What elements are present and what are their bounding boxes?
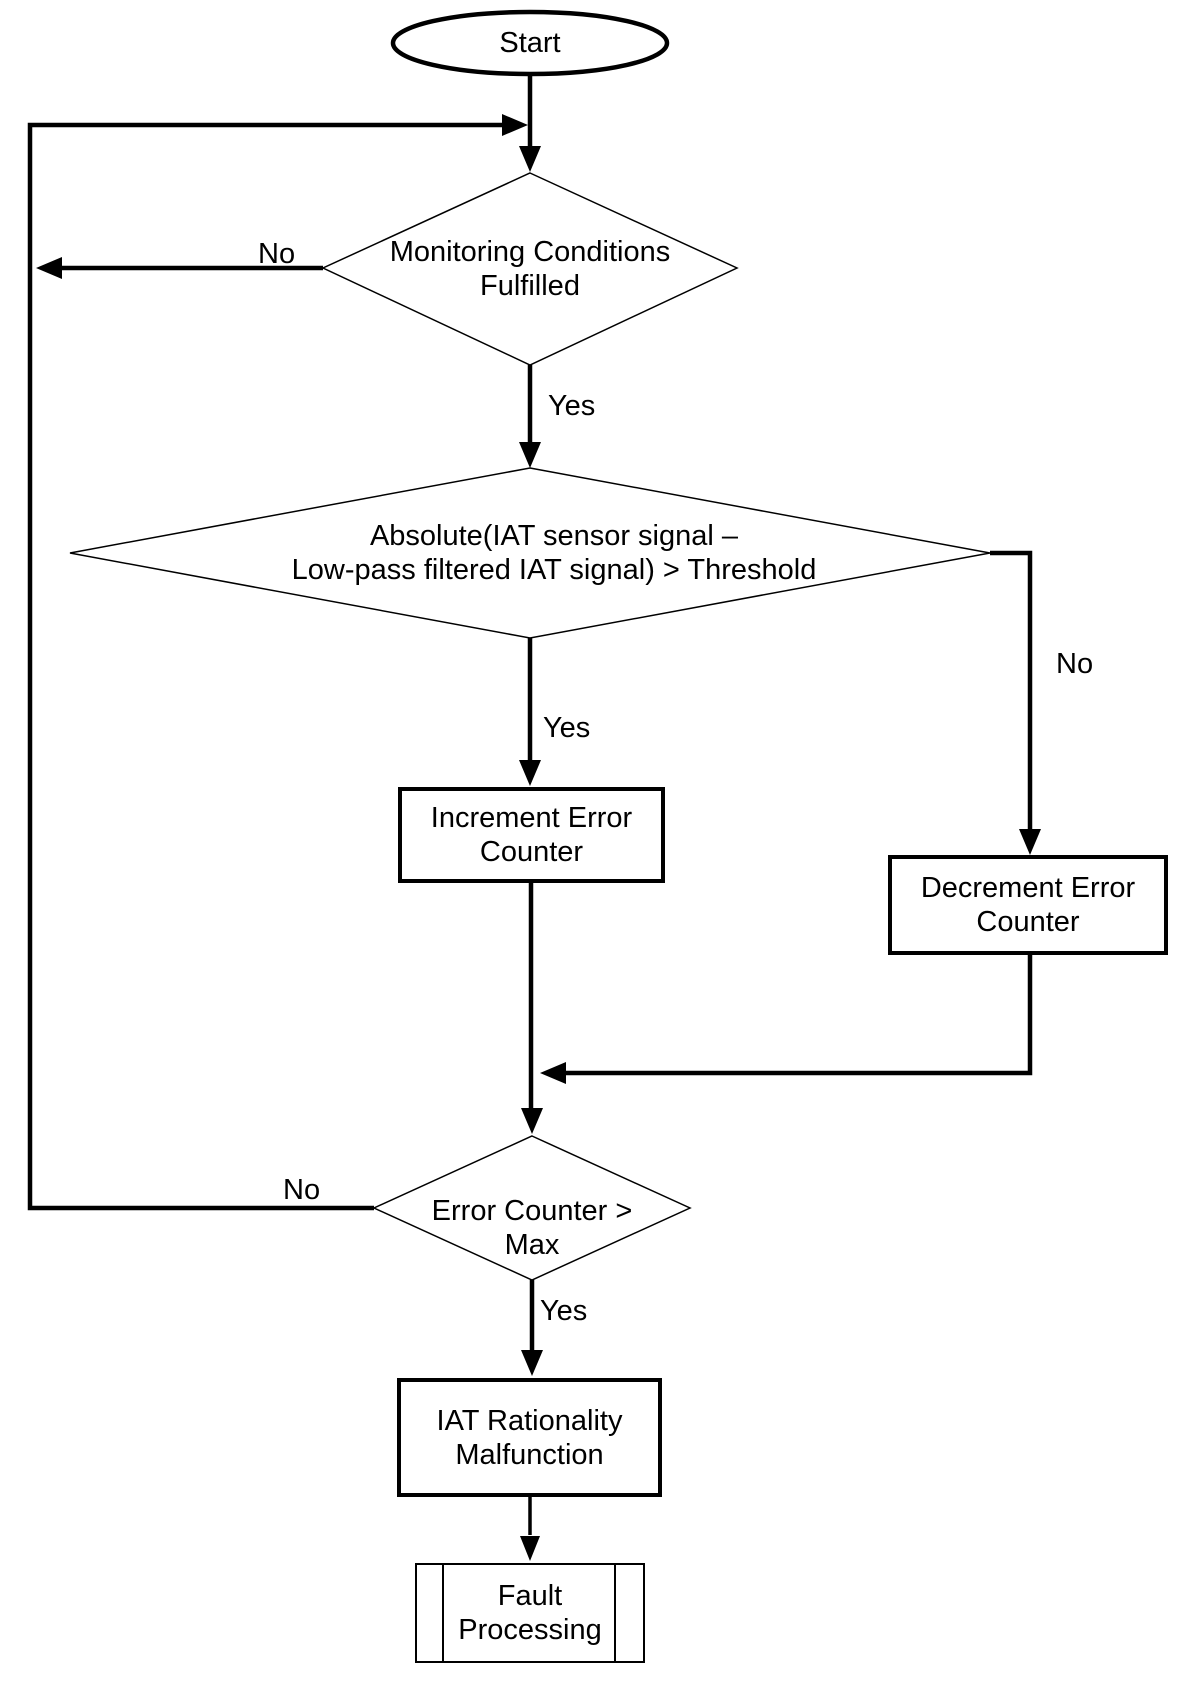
edge-label-threshold-no: No	[1056, 648, 1094, 680]
arrowhead-into-malfunction	[521, 1350, 543, 1376]
arrowhead-monitoring-no	[36, 257, 62, 279]
edge-label-countermax-yes: Yes	[540, 1295, 588, 1327]
start-terminator-shape	[390, 9, 670, 77]
increment-error-counter-process: Increment Error Counter	[398, 787, 665, 883]
fault-processing-bars	[415, 1563, 645, 1663]
connector-threshold-no	[990, 550, 1033, 829]
arrowhead-loop-join	[502, 114, 528, 136]
error-counter-max-decision: Error Counter > Max	[431, 1195, 633, 1261]
decrement-error-counter-process: Decrement Error Counter	[888, 855, 1168, 955]
monitoring-decision-shape	[321, 172, 739, 366]
connector-countermax-no-loop	[27, 122, 504, 1211]
iat-threshold-decision: Absolute(IAT sensor signal – Low-pass fi…	[291, 520, 817, 586]
threshold-decision-shape	[69, 467, 991, 639]
arrowhead-into-increment	[519, 760, 541, 786]
arrowhead-into-decrement	[1019, 829, 1041, 855]
arrowhead-into-countermax	[521, 1108, 543, 1134]
connector-decrement-merge	[566, 955, 1033, 1076]
arrowhead-into-threshold	[519, 442, 541, 468]
arrowhead-into-monitoring	[519, 146, 541, 172]
edge-label-monitoring-yes: Yes	[548, 390, 596, 422]
arrowhead-into-fault	[520, 1536, 540, 1561]
predefined-process-left-bar	[442, 1563, 444, 1663]
iat-rationality-malfunction-process: IAT Rationality Malfunction	[397, 1378, 662, 1497]
arrowhead-merge	[540, 1062, 566, 1084]
start-terminator: Start	[499, 27, 561, 59]
monitoring-conditions-decision: Monitoring Conditions Fulfilled	[389, 236, 671, 302]
edge-label-countermax-no: No	[283, 1174, 321, 1206]
edge-label-monitoring-no: No	[258, 238, 296, 270]
fault-processing-predefined-process: Fault Processing	[415, 1563, 645, 1663]
edge-label-threshold-yes: Yes	[543, 712, 591, 744]
predefined-process-right-bar	[614, 1563, 616, 1663]
countermax-decision-shape	[372, 1135, 692, 1281]
